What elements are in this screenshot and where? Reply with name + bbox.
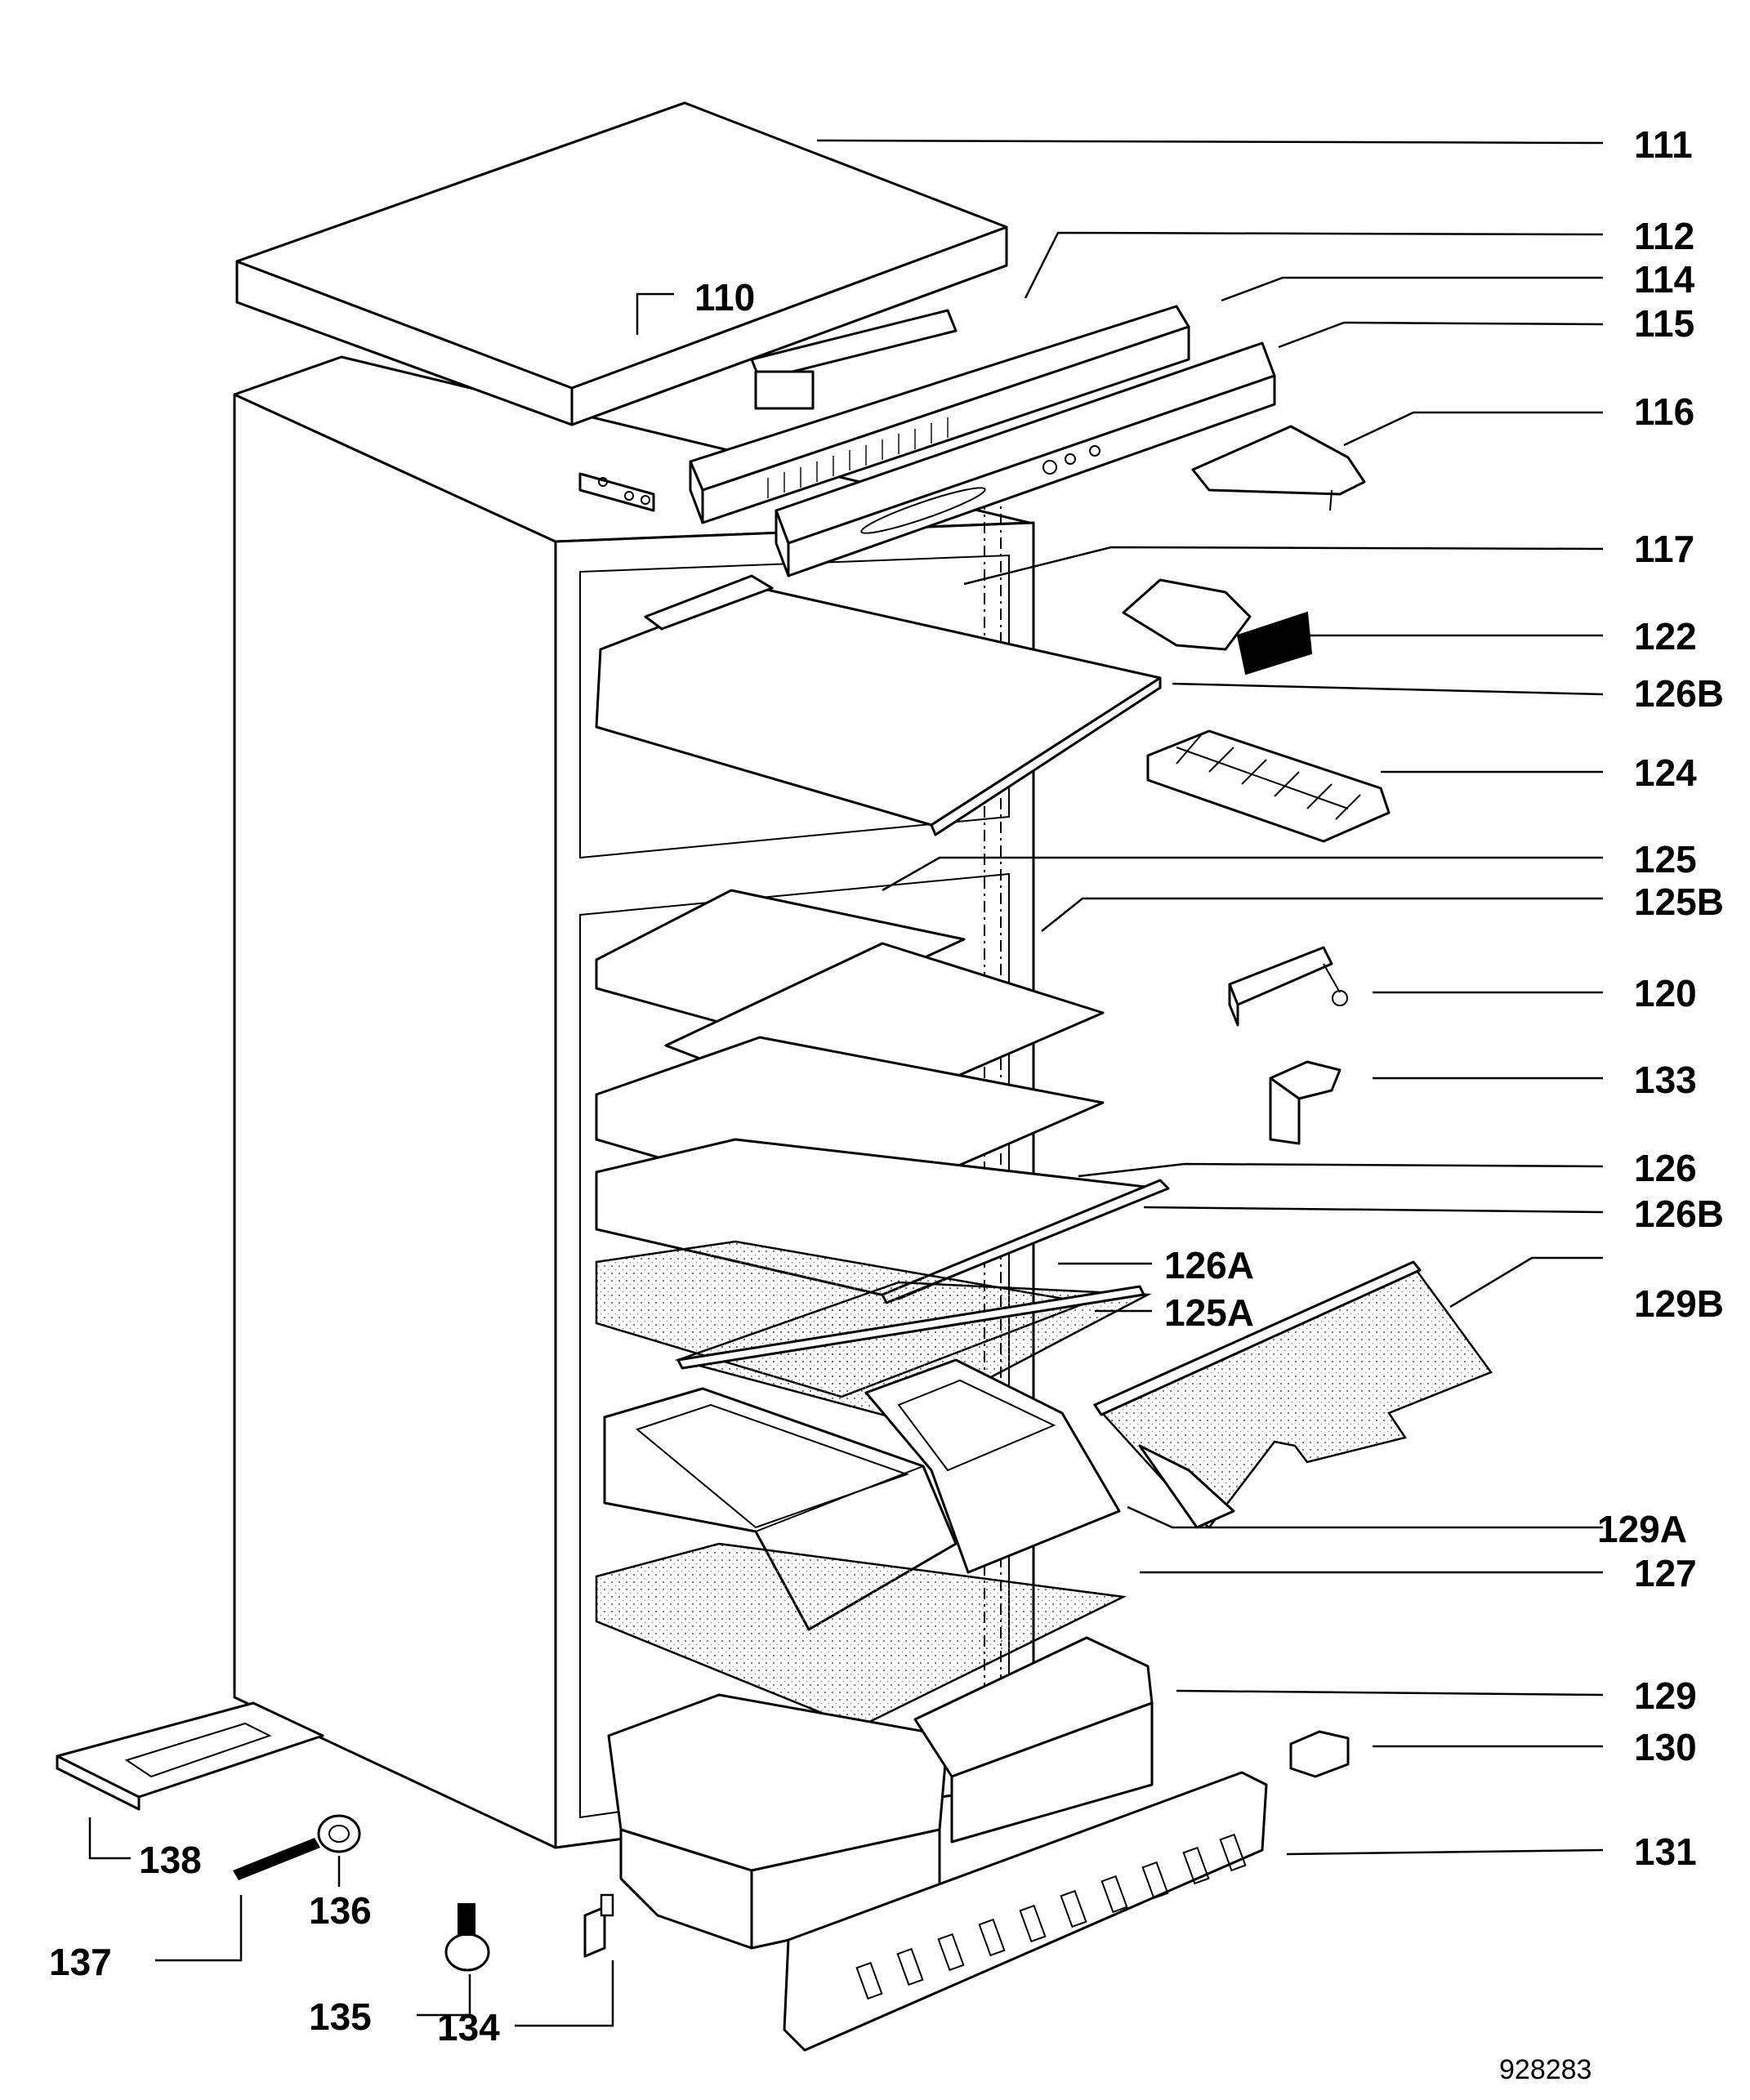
callout-135: 135	[309, 1995, 372, 2038]
callout-129a: 129A	[1597, 1508, 1687, 1550]
adjustable-foot	[317, 1814, 361, 1853]
levelling-foot	[444, 1903, 490, 1972]
callout-115: 115	[1634, 302, 1694, 345]
drawing-number: 928283	[1499, 2054, 1592, 2085]
callout-114: 114	[1634, 258, 1695, 301]
callout-126b-top: 126B	[1634, 672, 1724, 715]
crisper-glass-shelf	[595, 1542, 1127, 1729]
hinge-bracket	[578, 472, 655, 512]
control-panel-114	[689, 305, 1190, 524]
top-cover	[235, 101, 1008, 426]
callout-labels: 111 112 114 115 116 117 122 126B 124 125…	[49, 123, 1724, 2085]
callout-136: 136	[309, 1889, 372, 1932]
callout-131: 131	[1634, 1830, 1697, 1873]
base-plate	[56, 1701, 324, 1811]
door-stop	[583, 1893, 614, 1958]
control-panel-115	[775, 341, 1276, 577]
callout-137: 137	[49, 1941, 112, 1983]
callout-130: 130	[1634, 1726, 1697, 1768]
shelf-support-clip	[1269, 1060, 1342, 1145]
callout-124: 124	[1634, 751, 1697, 794]
light-cover	[1191, 425, 1366, 511]
leader-lines	[88, 139, 1604, 2027]
bottom-grille-bar	[783, 1771, 1268, 2052]
callout-129b: 129B	[1634, 1282, 1724, 1325]
glass-shelf	[595, 1240, 1152, 1423]
callout-125: 125	[1634, 838, 1697, 881]
callout-126b-mid: 126B	[1634, 1193, 1724, 1235]
shelf-support-bracket	[1228, 946, 1348, 1027]
callout-129: 129	[1634, 1674, 1697, 1717]
callout-120: 120	[1634, 972, 1697, 1014]
callout-126a: 126A	[1164, 1244, 1254, 1286]
crisper-drawer-right	[913, 1636, 1154, 1844]
callout-134: 134	[437, 2006, 500, 2049]
callout-125a: 125A	[1164, 1291, 1254, 1334]
callout-125b: 125B	[1634, 881, 1724, 923]
callout-133: 133	[1634, 1059, 1697, 1101]
freezer-wire-shelf	[595, 574, 1162, 836]
callout-111: 111	[1634, 123, 1693, 166]
callout-112: 112	[1634, 215, 1694, 257]
callout-127: 127	[1634, 1552, 1697, 1594]
callout-117: 117	[1634, 528, 1694, 570]
callout-122: 122	[1634, 615, 1697, 658]
small-cap	[1289, 1730, 1350, 1778]
spacer-bolt	[233, 1838, 320, 1880]
callout-138: 138	[139, 1839, 202, 1881]
callout-116: 116	[1634, 390, 1694, 433]
upper-drawer-right	[864, 1358, 1121, 1574]
crisper-cover	[1092, 1260, 1493, 1529]
callout-110: 110	[694, 276, 755, 319]
callout-126: 126	[1634, 1147, 1697, 1189]
ice-scraper	[1122, 578, 1313, 675]
crisper-drawer-left	[607, 1693, 949, 1950]
ice-cube-tray	[1146, 729, 1391, 843]
